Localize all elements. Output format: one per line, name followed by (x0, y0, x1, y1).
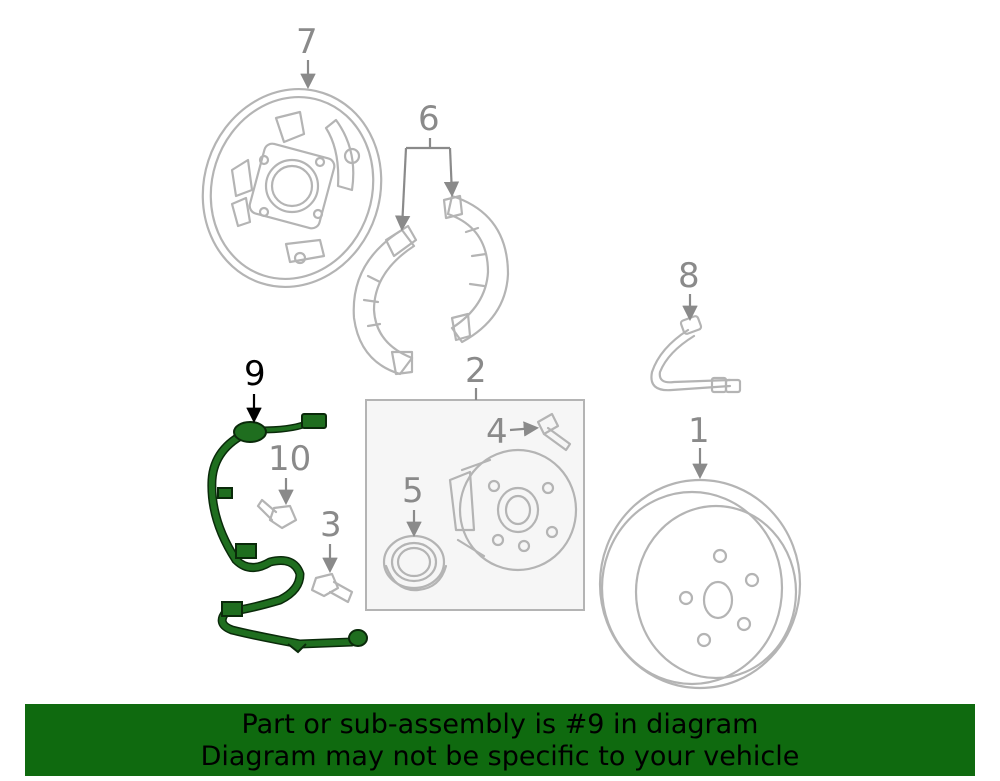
callout-1: 1 (688, 411, 710, 480)
callout-10: 10 (268, 439, 311, 506)
hub-bolt-part[interactable] (536, 412, 572, 452)
parts-diagram: 7 6 8 2 4 1 5 10 3 9 (177, 22, 802, 690)
svg-text:9: 9 (244, 354, 266, 394)
callout-4: 4 (486, 412, 540, 452)
brake-drum-part[interactable] (598, 478, 802, 690)
callout-7: 7 (296, 22, 318, 90)
svg-text:1: 1 (688, 411, 710, 451)
abs-sensor-harness-part[interactable] (207, 413, 368, 654)
hub-bearing-part[interactable] (448, 448, 578, 572)
bolt-part[interactable] (310, 572, 354, 604)
brake-hose-part[interactable] (650, 315, 742, 394)
callout-2: 2 (465, 351, 487, 400)
svg-text:7: 7 (296, 22, 318, 62)
sensor-bolt-part[interactable] (256, 498, 298, 530)
brake-shoes-part[interactable] (352, 194, 510, 376)
callout-3: 3 (320, 505, 342, 574)
svg-text:8: 8 (678, 256, 700, 296)
svg-text:2: 2 (465, 351, 487, 391)
svg-text:4: 4 (486, 412, 508, 452)
callout-6: 6 (394, 99, 460, 232)
notice-banner: Part or sub-assembly is #9 in diagram Di… (25, 704, 975, 776)
banner-line-1: Part or sub-assembly is #9 in diagram (241, 709, 759, 740)
svg-text:5: 5 (402, 471, 424, 511)
banner-line-2: Diagram may not be specific to your vehi… (200, 741, 800, 772)
svg-text:6: 6 (418, 99, 440, 139)
backing-plate-part[interactable] (177, 66, 406, 311)
callout-5: 5 (402, 471, 424, 538)
callout-8: 8 (678, 256, 700, 322)
svg-text:10: 10 (268, 439, 311, 479)
callout-9: 9 (244, 354, 266, 424)
hub-assembly-group-box (365, 399, 585, 611)
svg-text:3: 3 (320, 505, 342, 545)
